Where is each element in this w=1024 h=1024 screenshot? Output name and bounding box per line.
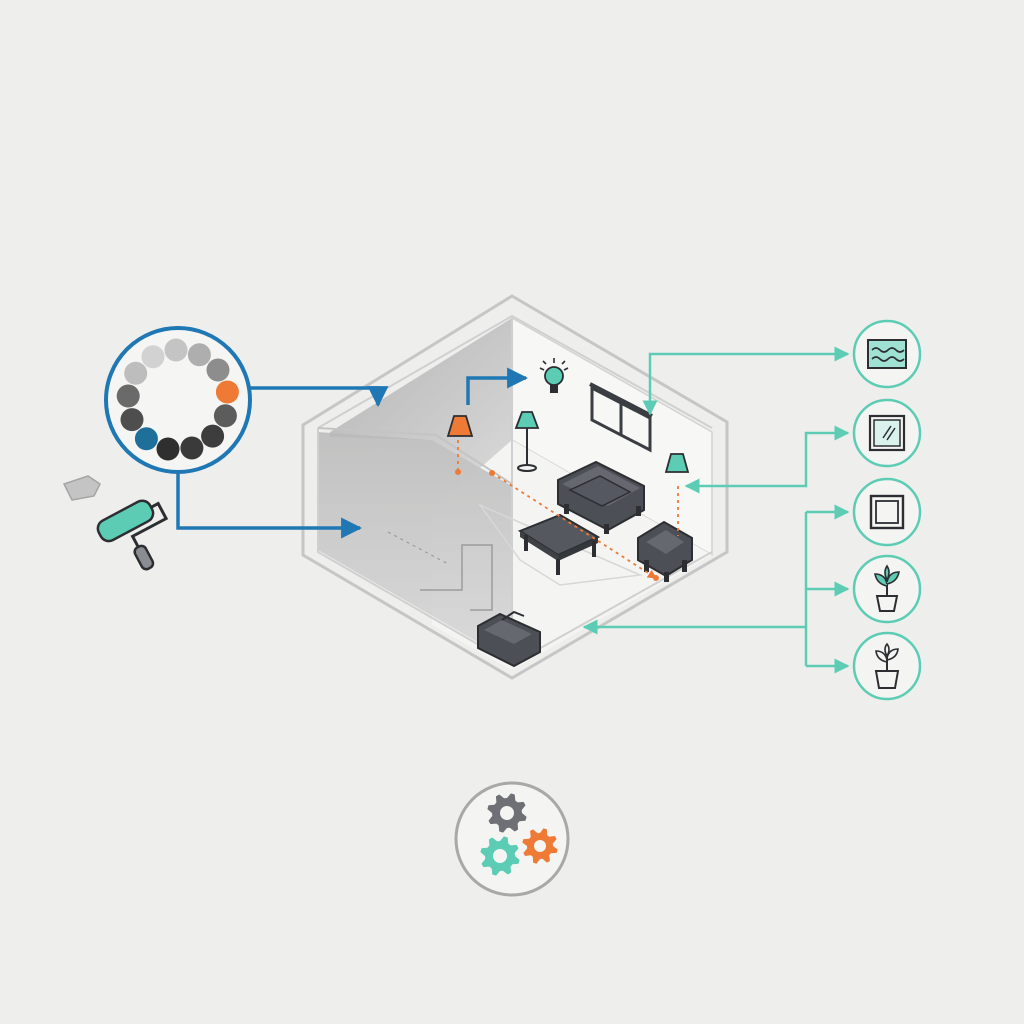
sofa[interactable] — [557, 460, 645, 534]
color-swatch[interactable] — [215, 380, 239, 404]
gear-orange — [522, 828, 558, 864]
coffee-table[interactable] — [517, 513, 601, 575]
table-lamp-orange[interactable] — [446, 415, 474, 437]
color-palette-icon[interactable] — [104, 326, 252, 474]
color-swatch[interactable] — [124, 361, 148, 385]
color-swatch[interactable] — [180, 436, 204, 460]
color-swatch[interactable] — [206, 358, 230, 382]
color-swatch[interactable] — [134, 427, 158, 451]
color-swatch[interactable] — [141, 345, 165, 369]
table-lamp-teal[interactable] — [664, 453, 690, 473]
color-swatch[interactable] — [201, 424, 225, 448]
mirror-icon[interactable] — [852, 398, 922, 468]
color-swatch[interactable] — [156, 437, 180, 461]
rug — [477, 503, 643, 586]
plant-icon[interactable] — [852, 554, 922, 624]
light-bulb-icon — [539, 358, 569, 393]
gear-gray — [487, 793, 527, 833]
color-swatch[interactable] — [213, 404, 237, 428]
room-outer-outline — [301, 294, 729, 680]
paint-roller-icon[interactable] — [62, 475, 183, 581]
orange-dimension-lines — [457, 440, 679, 579]
back-left-wall — [330, 318, 512, 486]
color-swatch-ring — [116, 338, 239, 461]
color-swatch[interactable] — [116, 384, 140, 408]
teal-connectors — [582, 346, 850, 674]
color-swatch[interactable] — [120, 408, 144, 432]
gears-icon[interactable] — [454, 781, 570, 897]
wallpaper-icon[interactable] — [852, 319, 922, 389]
blue-connectors — [176, 367, 529, 539]
armchair-small[interactable] — [477, 610, 541, 668]
color-swatch[interactable] — [187, 343, 211, 367]
floor-lamp[interactable] — [514, 411, 540, 472]
gear-teal — [480, 836, 520, 876]
frame-icon[interactable] — [852, 477, 922, 547]
color-swatch[interactable] — [164, 338, 188, 362]
potted-plant-icon[interactable] — [852, 631, 922, 701]
